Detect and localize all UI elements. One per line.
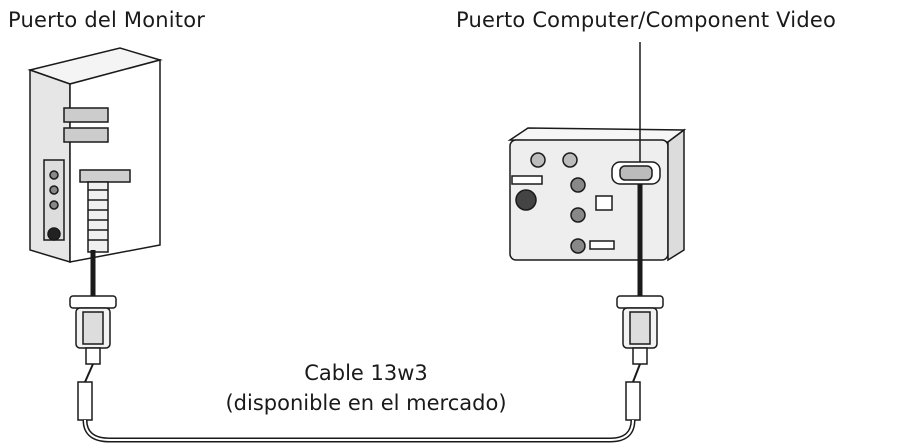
tower-jack-3	[49, 200, 59, 210]
main-cable	[82, 419, 636, 443]
tower-back-face	[69, 59, 161, 263]
tower-port-slot-2	[63, 127, 109, 143]
right-connector	[616, 295, 664, 421]
projector-audio-jack-2	[562, 152, 578, 168]
tower-power-jack	[47, 227, 61, 241]
cable-caption: Cable 13w3 (disponible en el mercado)	[196, 358, 536, 418]
projector-audio-tag	[595, 195, 613, 211]
tower-card-slot	[87, 181, 109, 253]
projector-audio-jack-1	[530, 152, 546, 168]
tower-port-slot-1	[63, 107, 109, 123]
projector	[507, 127, 687, 262]
cable-note: (disponible en el mercado)	[225, 391, 507, 415]
projector-jack-y	[570, 177, 586, 193]
tower-card-bracket	[79, 169, 131, 183]
projector-port-label: Puerto Computer/Component Video	[456, 8, 837, 32]
cable-name: Cable 13w3	[304, 361, 428, 385]
tower-jack-1	[49, 170, 59, 180]
projector-jack-pb	[570, 207, 586, 223]
left-ferrite	[77, 381, 93, 421]
computer-tower	[27, 47, 163, 264]
projector-jack-video	[570, 238, 586, 254]
right-ferrite	[625, 381, 641, 421]
projector-video-tag	[589, 240, 615, 250]
tower-jack-2	[49, 185, 59, 195]
projector-svideo-jack	[515, 189, 537, 211]
projector-svideo-tag	[511, 175, 543, 185]
projector-side-face	[667, 128, 685, 262]
monitor-port-label: Puerto del Monitor	[8, 8, 206, 32]
left-connector	[69, 295, 117, 421]
